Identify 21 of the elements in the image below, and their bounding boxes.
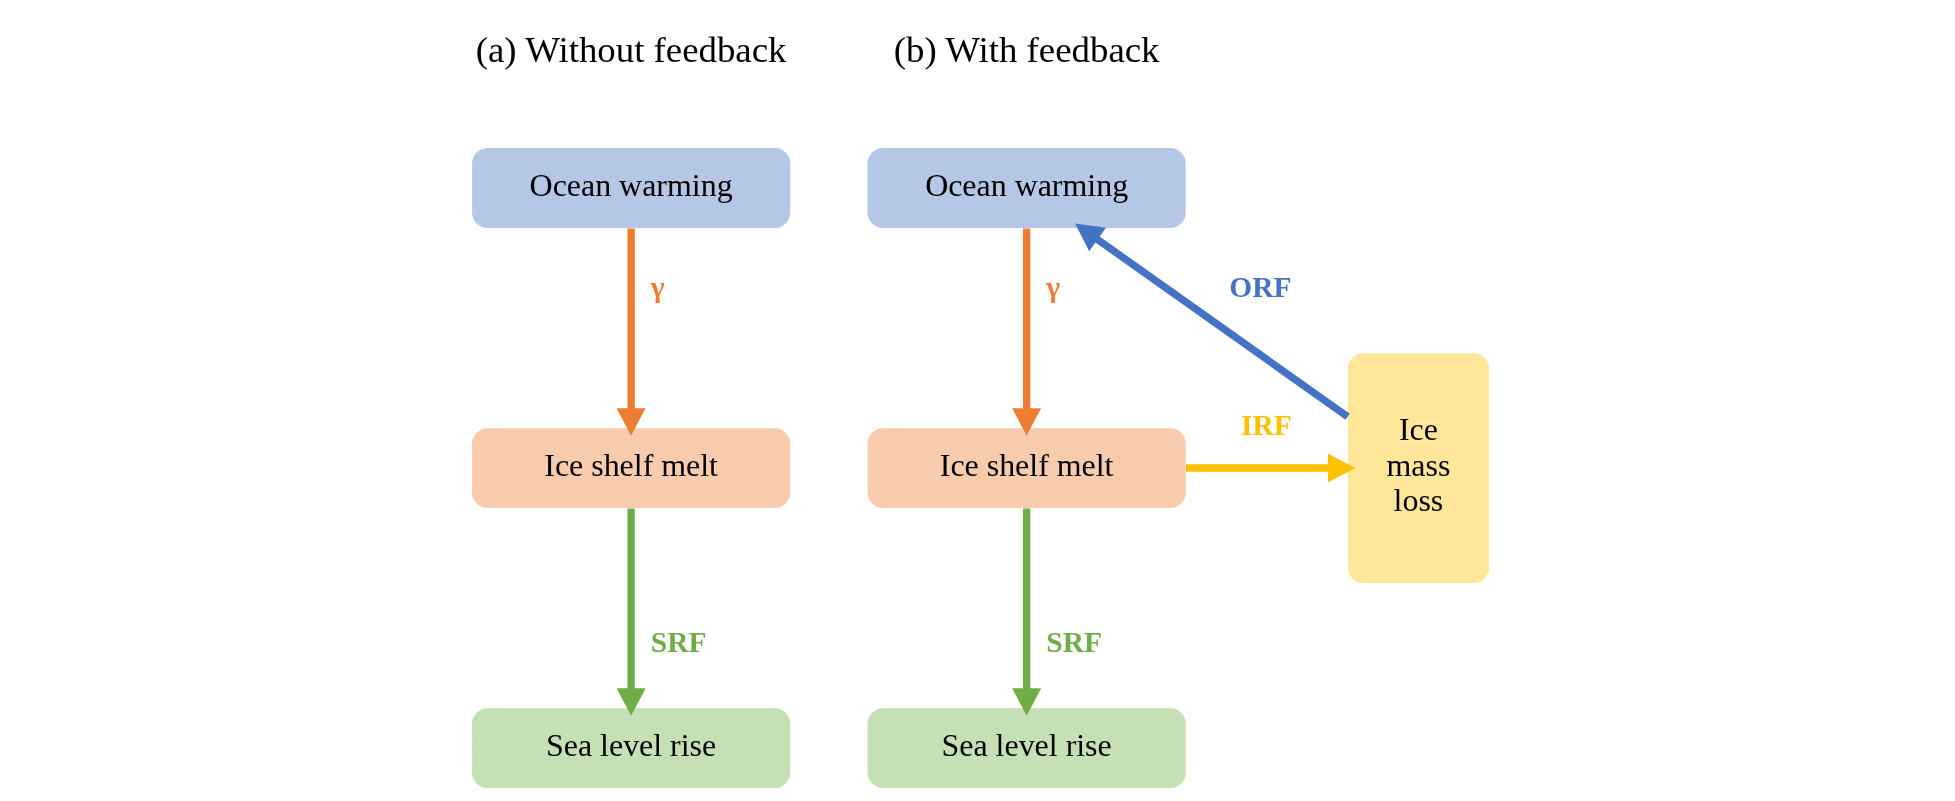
arrow xyxy=(1075,223,1350,420)
node-box: Ocean warming xyxy=(867,148,1186,228)
edge-label: ORF xyxy=(1229,270,1292,303)
edge-label: IRF xyxy=(1240,409,1292,442)
node-box: Sea level rise xyxy=(867,708,1186,789)
arrow xyxy=(1012,228,1042,436)
node-box: Ice shelf melt xyxy=(867,428,1186,508)
edge-label: SRF xyxy=(650,625,707,658)
node-box: Ocean warming xyxy=(472,148,791,228)
edge-label: γ xyxy=(650,270,665,303)
node-box: Sea level rise xyxy=(472,708,791,789)
label: (b) With feedback xyxy=(893,29,1160,71)
edge-label: SRF xyxy=(1046,625,1102,658)
arrow xyxy=(616,508,646,716)
label: (a) Without feedback xyxy=(475,29,787,71)
node-box: Ice mass loss xyxy=(1347,353,1490,583)
node-box: Ice shelf melt xyxy=(472,428,791,508)
edge-label: γ xyxy=(1046,270,1061,303)
arrow xyxy=(1186,453,1356,483)
arrow xyxy=(1012,508,1042,716)
arrow xyxy=(616,228,646,436)
